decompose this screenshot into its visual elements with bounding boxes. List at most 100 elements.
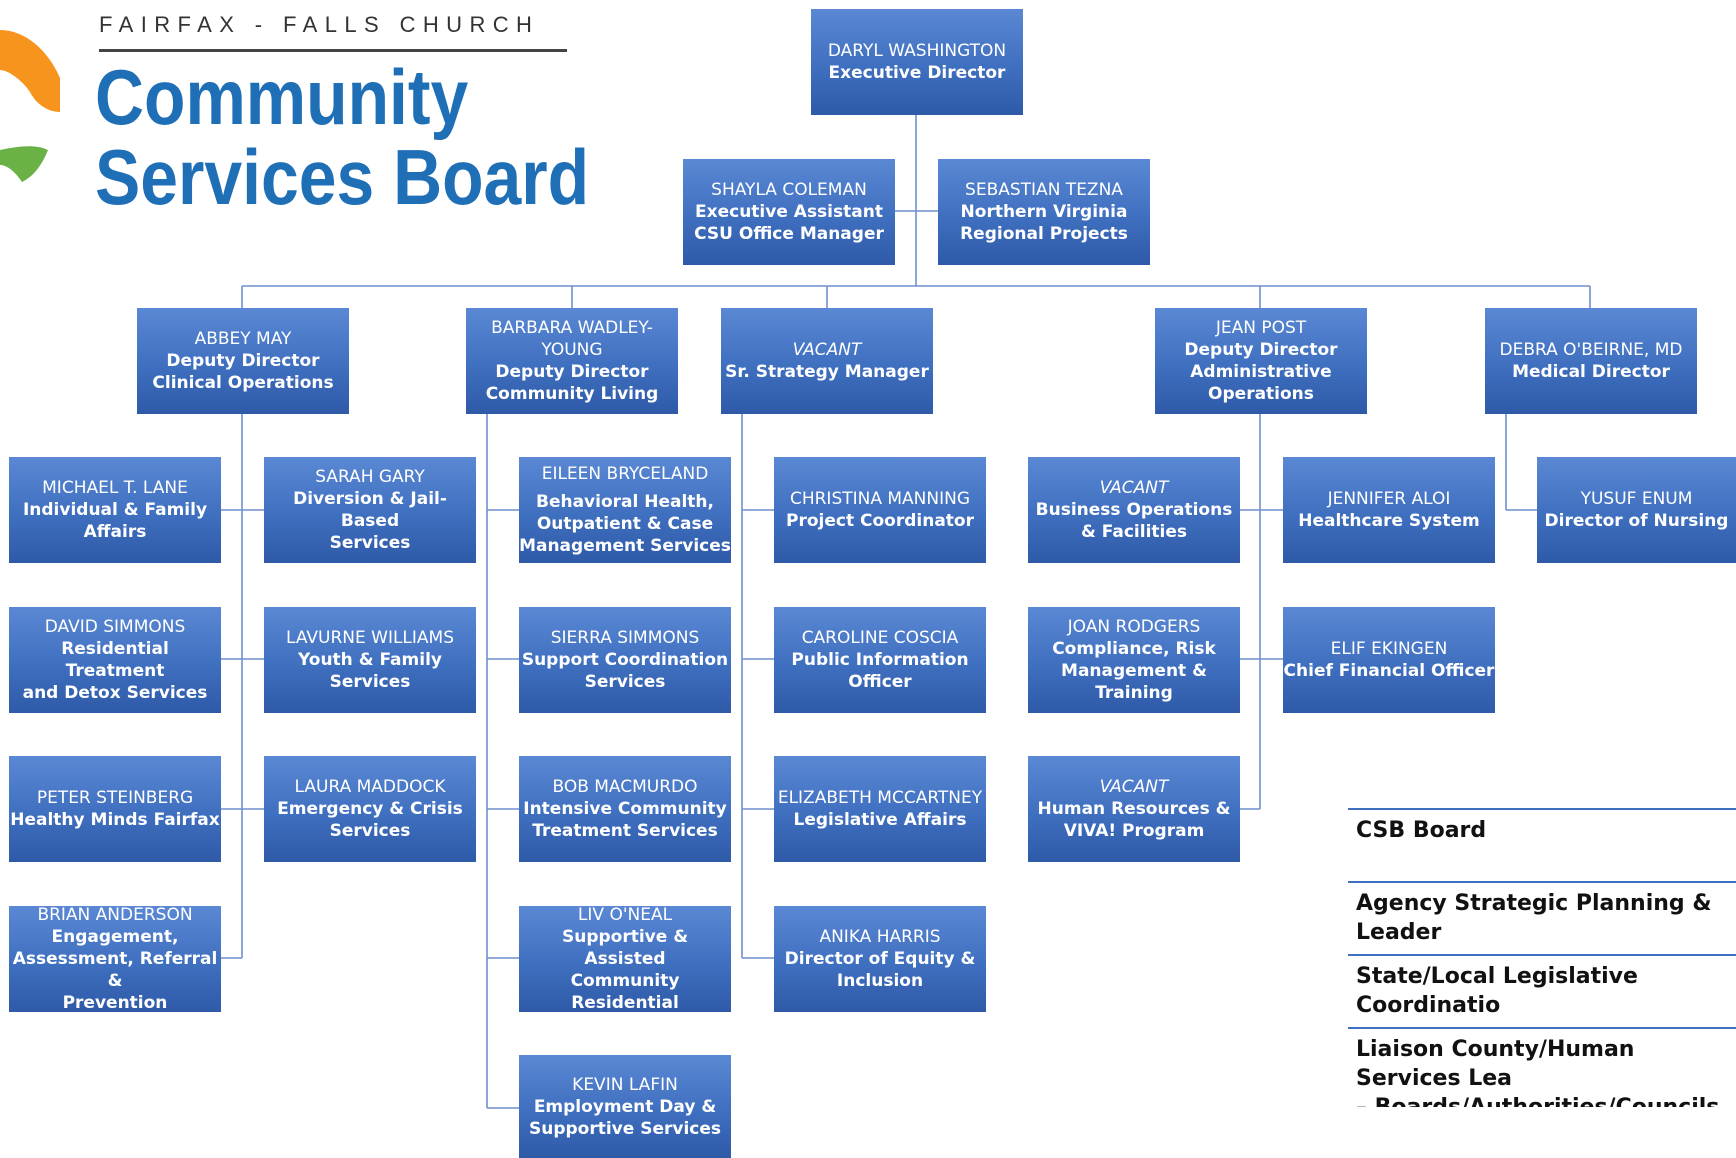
node-title: Director of Nursing xyxy=(1544,511,1729,531)
node-name: JOAN RODGERS xyxy=(1067,617,1201,637)
org-node-report[interactable]: PETER STEINBERG Healthy Minds Fairfax xyxy=(9,756,221,862)
logo-rule xyxy=(99,49,567,52)
node-name: CHRISTINA MANNING xyxy=(789,489,971,509)
org-node-report[interactable]: LAURA MADDOCK Emergency & Crisis Service… xyxy=(264,756,476,862)
org-node-report[interactable]: CAROLINE COSCIA Public Information Offic… xyxy=(774,607,986,713)
node-name: ABBEY MAY xyxy=(194,329,292,349)
node-title: Deputy Director Administrative Operation… xyxy=(1184,340,1338,404)
node-name: PETER STEINBERG xyxy=(36,788,194,808)
csb-logo: FAIRFAX - FALLS CHURCH Community Service… xyxy=(0,0,589,217)
node-name: YUSUF ENUM xyxy=(1580,489,1693,509)
node-name: DAVID SIMMONS xyxy=(44,617,186,637)
org-node-report[interactable]: KEVIN LAFIN Employment Day & Supportive … xyxy=(519,1055,731,1158)
org-node-report[interactable]: YUSUF ENUM Director of Nursing xyxy=(1537,457,1736,563)
legend-item: State/Local Legislative Coordinatio xyxy=(1348,954,1736,1027)
node-title: Northern Virginia Regional Projects xyxy=(960,202,1128,244)
org-node-report[interactable]: ELIZABETH MCCARTNEY Legislative Affairs xyxy=(774,756,986,862)
org-node-report[interactable]: SARAH GARY Diversion & Jail-Based Servic… xyxy=(264,457,476,563)
node-title: Deputy Director Clinical Operations xyxy=(152,351,334,393)
node-name: KEVIN LAFIN xyxy=(572,1074,678,1095)
node-title: Executive Assistant CSU Office Manager xyxy=(694,202,884,244)
node-title: Chief Financial Officer xyxy=(1283,661,1495,681)
node-title: Behavioral Health, Outpatient & Case Man… xyxy=(519,492,731,556)
org-node-report[interactable]: JENNIFER ALOI Healthcare System xyxy=(1283,457,1495,563)
node-title: Medical Director xyxy=(1512,362,1670,382)
node-title: Business Operations & Facilities xyxy=(1035,500,1233,542)
node-title: Intensive Community Treatment Services xyxy=(523,799,727,841)
logo-title-line1: Community xyxy=(95,53,469,141)
org-node-report[interactable]: VACANT Human Resources & VIVA! Program xyxy=(1028,756,1240,862)
org-node-report[interactable]: EILEEN BRYCELAND Behavioral Health, Outp… xyxy=(519,457,731,563)
logo-title-line2: Services Board xyxy=(95,133,590,221)
node-name: CAROLINE COSCIA xyxy=(801,628,959,648)
org-node-regional-projects[interactable]: SEBASTIAN TEZNA Northern Virginia Region… xyxy=(938,159,1150,265)
org-node-report[interactable]: ELIF EKINGEN Chief Financial Officer xyxy=(1283,607,1495,713)
node-name: VACANT xyxy=(1099,478,1169,498)
org-node-report[interactable]: BOB MACMURDO Intensive Community Treatme… xyxy=(519,756,731,862)
node-title: Individual & Family Affairs xyxy=(22,500,208,542)
node-name: EILEEN BRYCELAND xyxy=(541,464,709,484)
org-node-medical-director[interactable]: DEBRA O'BEIRNE, MD Medical Director xyxy=(1485,308,1697,414)
org-node-report[interactable]: ANIKA HARRIS Director of Equity & Inclus… xyxy=(774,906,986,1012)
org-node-executive-assistant[interactable]: SHAYLA COLEMAN Executive Assistant CSU O… xyxy=(683,159,895,265)
node-title: Healthy Minds Fairfax xyxy=(10,810,220,830)
logo-tagline: FAIRFAX - FALLS CHURCH xyxy=(99,12,540,37)
org-node-deputy-clinical[interactable]: ABBEY MAY Deputy Director Clinical Opera… xyxy=(137,308,349,414)
node-name: BARBARA WADLEY- YOUNG xyxy=(491,318,653,360)
org-node-report[interactable]: DAVID SIMMONS Residential Treatment and … xyxy=(9,607,221,713)
node-name: VACANT xyxy=(792,340,862,360)
legend-item: CSB Board xyxy=(1348,808,1736,881)
node-title: Supportive & Assisted Community Resident… xyxy=(561,927,689,1013)
node-title: Healthcare System xyxy=(1298,511,1480,531)
node-title: Legislative Affairs xyxy=(793,810,967,830)
node-title: Engagement, Assessment, Referral & Preve… xyxy=(12,927,218,1013)
node-name: VACANT xyxy=(1099,777,1169,797)
node-name: LAURA MADDOCK xyxy=(294,777,446,797)
node-title: Diversion & Jail-Based Services xyxy=(293,489,447,553)
org-node-strategy-manager[interactable]: VACANT Sr. Strategy Manager xyxy=(721,308,933,414)
org-node-report[interactable]: SIERRA SIMMONS Support Coordination Serv… xyxy=(519,607,731,713)
node-name: JENNIFER ALOI xyxy=(1327,489,1451,509)
node-name: DARYL WASHINGTON xyxy=(827,41,1007,61)
node-name: BRIAN ANDERSON xyxy=(37,905,193,925)
node-name: SEBASTIAN TEZNA xyxy=(965,180,1123,200)
node-title: Emergency & Crisis Services xyxy=(277,799,463,841)
logo-mark-icon xyxy=(0,30,60,182)
node-name: ELIF EKINGEN xyxy=(1330,639,1448,659)
node-name: DEBRA O'BEIRNE, MD xyxy=(1499,340,1683,360)
node-name: ELIZABETH MCCARTNEY xyxy=(777,788,983,808)
node-title: Youth & Family Services xyxy=(298,650,442,692)
node-title: Executive Director xyxy=(828,63,1006,83)
node-title: Public Information Officer xyxy=(791,650,969,692)
legend-item: Agency Strategic Planning & Leader xyxy=(1348,881,1736,954)
node-title: Employment Day & Supportive Services xyxy=(528,1096,722,1139)
org-node-report[interactable]: LAVURNE WILLIAMS Youth & Family Services xyxy=(264,607,476,713)
node-title: Sr. Strategy Manager xyxy=(725,362,929,382)
org-node-report[interactable]: BRIAN ANDERSON Engagement, Assessment, R… xyxy=(9,905,221,1013)
node-title: Deputy Director Community Living xyxy=(485,362,659,404)
org-node-report[interactable]: LIV O'NEAL Supportive & Assisted Communi… xyxy=(519,905,731,1013)
node-name: LAVURNE WILLIAMS xyxy=(285,628,455,648)
node-title: Residential Treatment and Detox Services xyxy=(22,639,208,703)
node-title: Director of Equity & Inclusion xyxy=(784,949,976,991)
node-name: BOB MACMURDO xyxy=(552,777,698,797)
org-node-deputy-community-living[interactable]: BARBARA WADLEY- YOUNG Deputy Director Co… xyxy=(466,308,678,414)
org-node-executive-director[interactable]: DARYL WASHINGTON Executive Director xyxy=(811,9,1023,115)
org-node-report[interactable]: VACANT Business Operations & Facilities xyxy=(1028,457,1240,563)
node-name: SHAYLA COLEMAN xyxy=(711,180,867,200)
org-node-report[interactable]: JOAN RODGERS Compliance, Risk Management… xyxy=(1028,607,1240,713)
node-title: Compliance, Risk Management & Training xyxy=(1052,639,1216,703)
org-node-report[interactable]: CHRISTINA MANNING Project Coordinator xyxy=(774,457,986,563)
legend-item: Liaison County/Human Services Lea – Boar… xyxy=(1348,1027,1736,1107)
org-node-report[interactable]: MICHAEL T. LANE Individual & Family Affa… xyxy=(9,457,221,563)
node-title: Support Coordination Services xyxy=(521,650,729,692)
node-name: LIV O'NEAL xyxy=(577,905,673,925)
node-name: SIERRA SIMMONS xyxy=(550,628,700,648)
node-title: Project Coordinator xyxy=(786,511,974,531)
org-node-deputy-admin-ops[interactable]: JEAN POST Deputy Director Administrative… xyxy=(1155,308,1367,414)
node-name: JEAN POST xyxy=(1215,318,1307,338)
node-name: ANIKA HARRIS xyxy=(819,927,941,947)
node-name: MICHAEL T. LANE xyxy=(42,478,188,498)
node-title: Human Resources & VIVA! Program xyxy=(1037,799,1231,841)
